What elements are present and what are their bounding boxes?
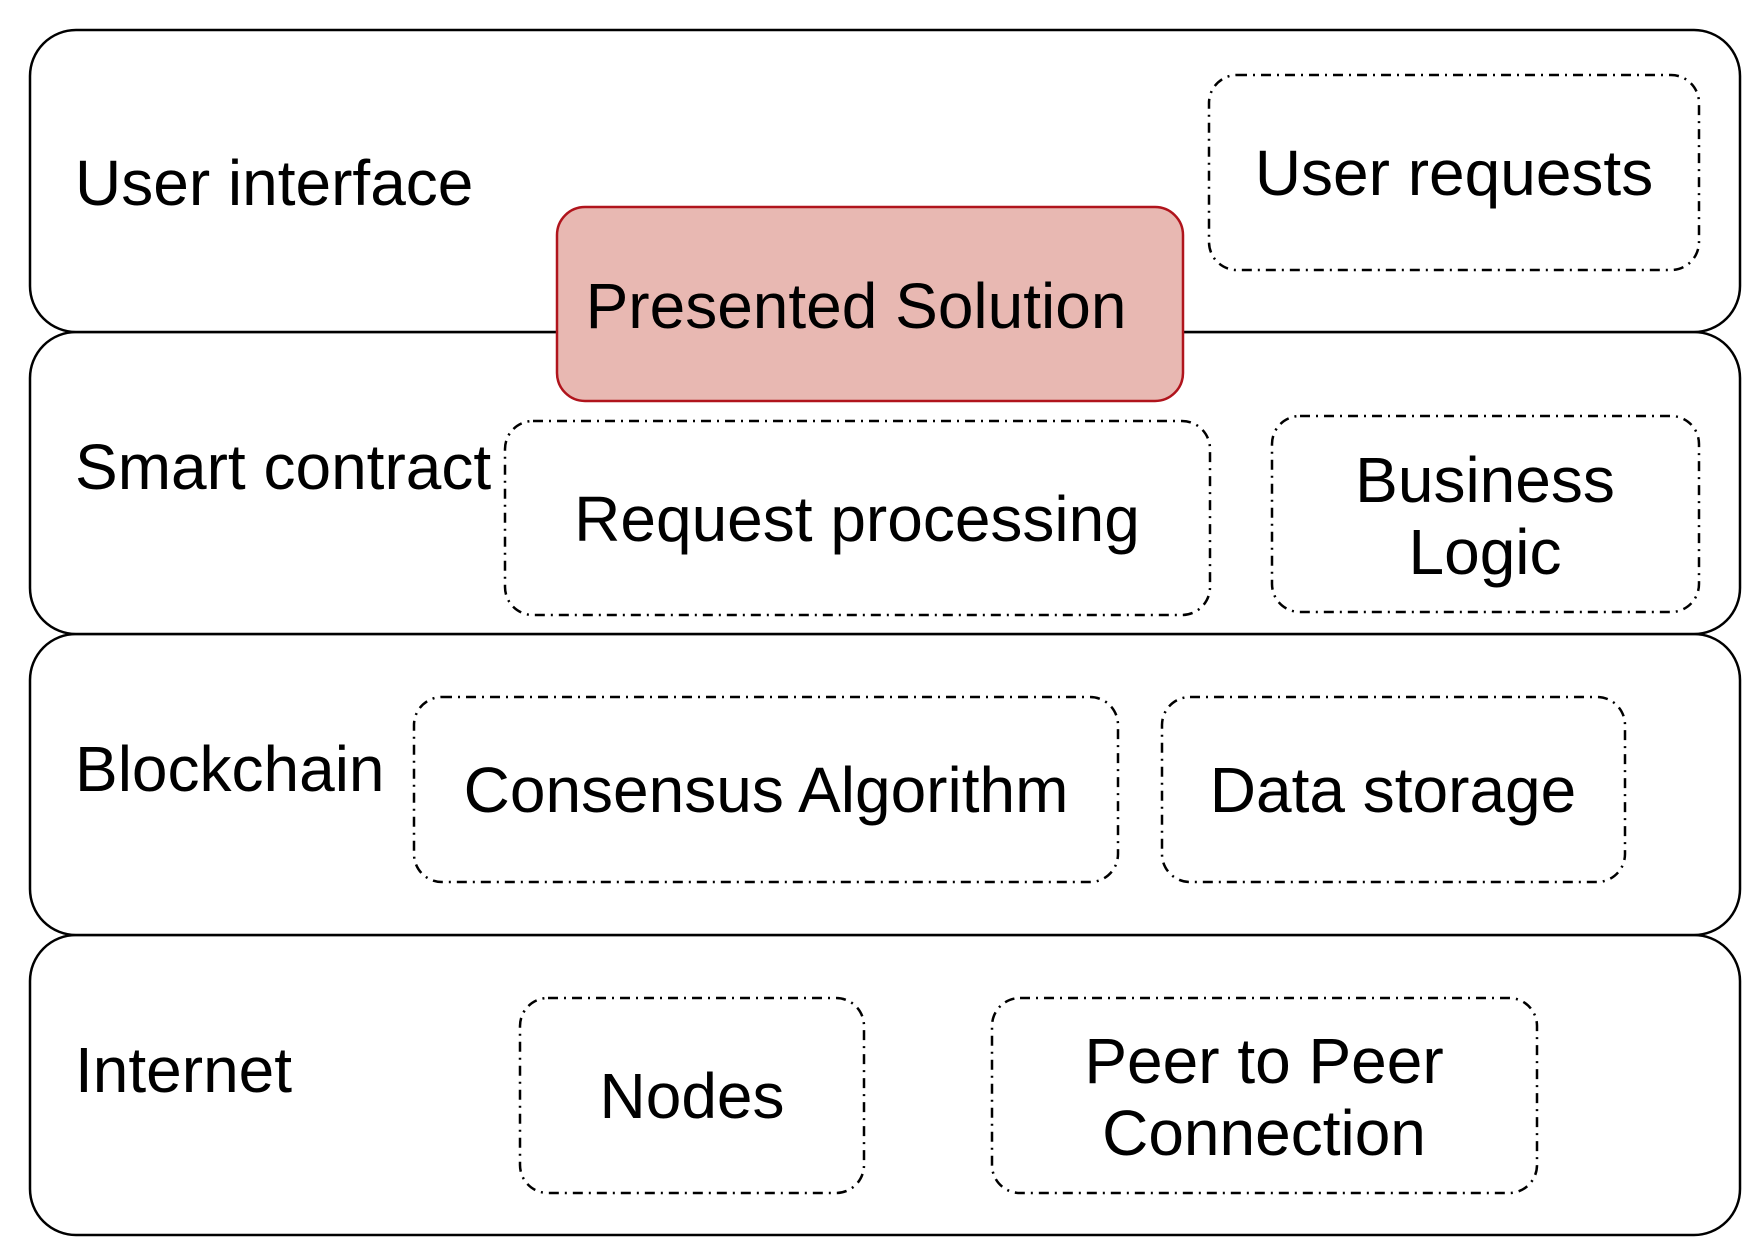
- layer-smart-contract-label: Smart contract: [75, 431, 491, 503]
- component-business-logic-label-line1: Business: [1355, 444, 1615, 516]
- component-business-logic-label-line2: Logic: [1409, 516, 1562, 588]
- component-nodes-box: [518, 996, 866, 1195]
- component-request-processing-label: Request processing: [574, 483, 1140, 555]
- layer-internet-label: Internet: [75, 1034, 292, 1106]
- component-nodes-label: Nodes: [600, 1060, 785, 1132]
- component-user-requests: User requests: [1207, 73, 1701, 272]
- component-peer-to-peer-connection-label-line1: Peer to Peer: [1084, 1025, 1443, 1097]
- layer-blockchain-label: Blockchain: [75, 733, 385, 805]
- component-peer-to-peer-connection-label-line2: Connection: [1102, 1097, 1426, 1169]
- component-consensus-algorithm-box: [412, 695, 1120, 884]
- component-peer-to-peer-connection: Peer to Peer Connection: [990, 996, 1539, 1195]
- component-peer-to-peer-connection-box: [990, 996, 1539, 1195]
- component-data-storage-box: [1160, 695, 1627, 884]
- component-request-processing-box: [503, 419, 1212, 617]
- component-user-requests-box: [1207, 73, 1701, 272]
- component-nodes: Nodes: [518, 996, 866, 1195]
- component-request-processing: Request processing: [503, 419, 1212, 617]
- component-consensus-algorithm: Consensus Algorithm: [412, 695, 1120, 884]
- presented-solution-box: [555, 205, 1185, 403]
- presented-solution-label: Presented Solution: [586, 270, 1127, 342]
- layer-user-interface-label: User interface: [75, 147, 473, 219]
- presented-solution-highlight: Presented Solution: [555, 205, 1185, 403]
- component-consensus-algorithm-label: Consensus Algorithm: [464, 754, 1069, 826]
- component-business-logic: Business Logic: [1270, 414, 1701, 614]
- component-business-logic-box: [1270, 414, 1701, 614]
- component-data-storage: Data storage: [1160, 695, 1627, 884]
- component-data-storage-label: Data storage: [1210, 754, 1576, 826]
- component-user-requests-label: User requests: [1255, 137, 1653, 209]
